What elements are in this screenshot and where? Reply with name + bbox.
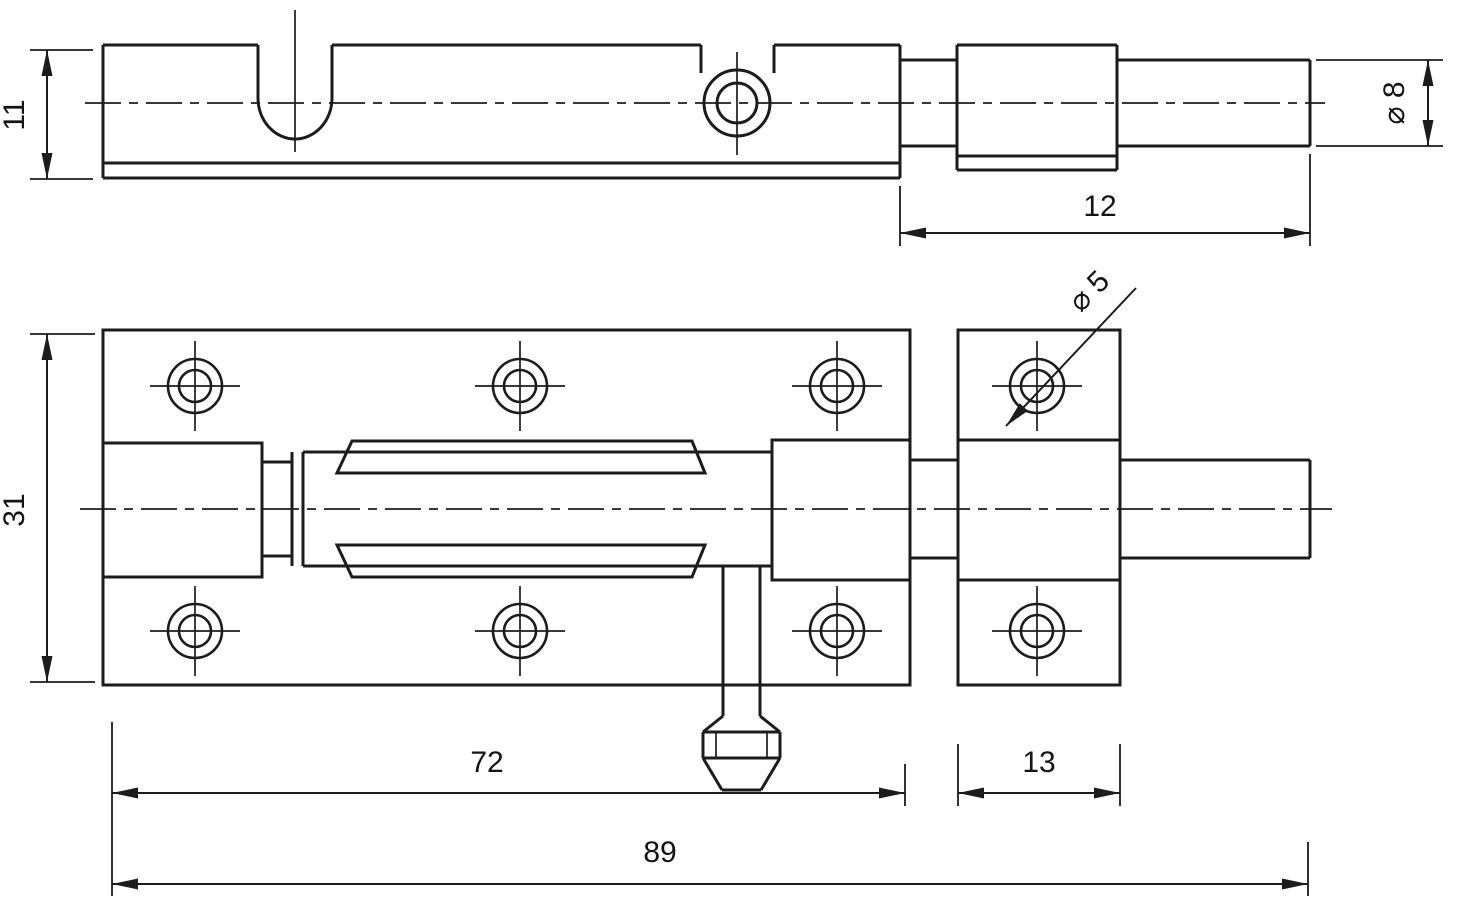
boss-notch: [699, 45, 776, 73]
leader-line: [1005, 287, 1137, 427]
dim-label-bolt-diameter: ⌀ 8: [1378, 81, 1411, 124]
right-guide-block: [770, 438, 912, 582]
bolt-flat-bottom: [334, 543, 708, 579]
side-view: [85, 10, 1325, 180]
hole-crosshair: [150, 341, 240, 431]
screw-hole: [475, 341, 565, 431]
screw-hole: [792, 586, 882, 676]
side-plate-outline: [101, 43, 902, 180]
left-guide-block: [101, 441, 264, 579]
dim-label-bolt-extension: 12: [1083, 190, 1116, 223]
hole-crosshair: [475, 586, 565, 676]
dimension-keeper-length: 13: [957, 744, 1121, 806]
extension-line: [30, 333, 95, 683]
bolt-flat-top: [334, 439, 708, 475]
knob-facets: [715, 732, 768, 758]
dimension-plate-length: 72: [111, 722, 906, 896]
dim-label-plate-thickness: 11: [0, 99, 31, 130]
hole-crosshair: [792, 341, 882, 431]
hole-crosshair: [992, 341, 1082, 431]
dimension-plate-thickness: 11: [0, 49, 93, 180]
bolt-neck: [262, 452, 305, 566]
plan-view: [80, 328, 1332, 792]
keeper-guide-edges: [958, 438, 1120, 582]
keeper-block-side: [955, 43, 1119, 172]
dim-label-keeper-length: 13: [1022, 746, 1055, 779]
screw-hole: [475, 586, 565, 676]
screw-hole: [992, 341, 1082, 431]
hole-crosshair: [792, 586, 882, 676]
extension-line: [111, 722, 906, 896]
dim-label-plate-length: 72: [470, 746, 503, 779]
rod-gap-plan: [910, 458, 958, 560]
extension-line: [1316, 59, 1443, 147]
dim-label-hole-diameter: ⌀ 5: [1062, 264, 1116, 318]
hole-crosshair: [150, 586, 240, 676]
bolt-body: [303, 450, 772, 568]
dimension-bolt-diameter: ⌀ 8: [1316, 59, 1443, 147]
dimension-bolt-extension: 12: [899, 154, 1311, 246]
hole-crosshair: [475, 341, 565, 431]
screw-hole: [992, 586, 1082, 676]
dimension-overall-length: 89: [112, 836, 1309, 896]
keeper-plate: [956, 328, 1122, 687]
dim-label-plate-width: 31: [0, 493, 31, 526]
hole-crosshair: [992, 586, 1082, 676]
dimension-plate-width: 31: [0, 333, 95, 683]
screw-hole: [150, 586, 240, 676]
extension-line: [30, 49, 93, 180]
hole-diameter-callout: ⌀ 5: [1005, 264, 1137, 427]
knob-stem: [721, 566, 762, 716]
screw-hole: [792, 341, 882, 431]
dim-label-overall-length: 89: [643, 836, 676, 869]
knob-head: [701, 714, 782, 792]
screw-hole: [150, 341, 240, 431]
rod-gap-segment: [900, 58, 957, 148]
